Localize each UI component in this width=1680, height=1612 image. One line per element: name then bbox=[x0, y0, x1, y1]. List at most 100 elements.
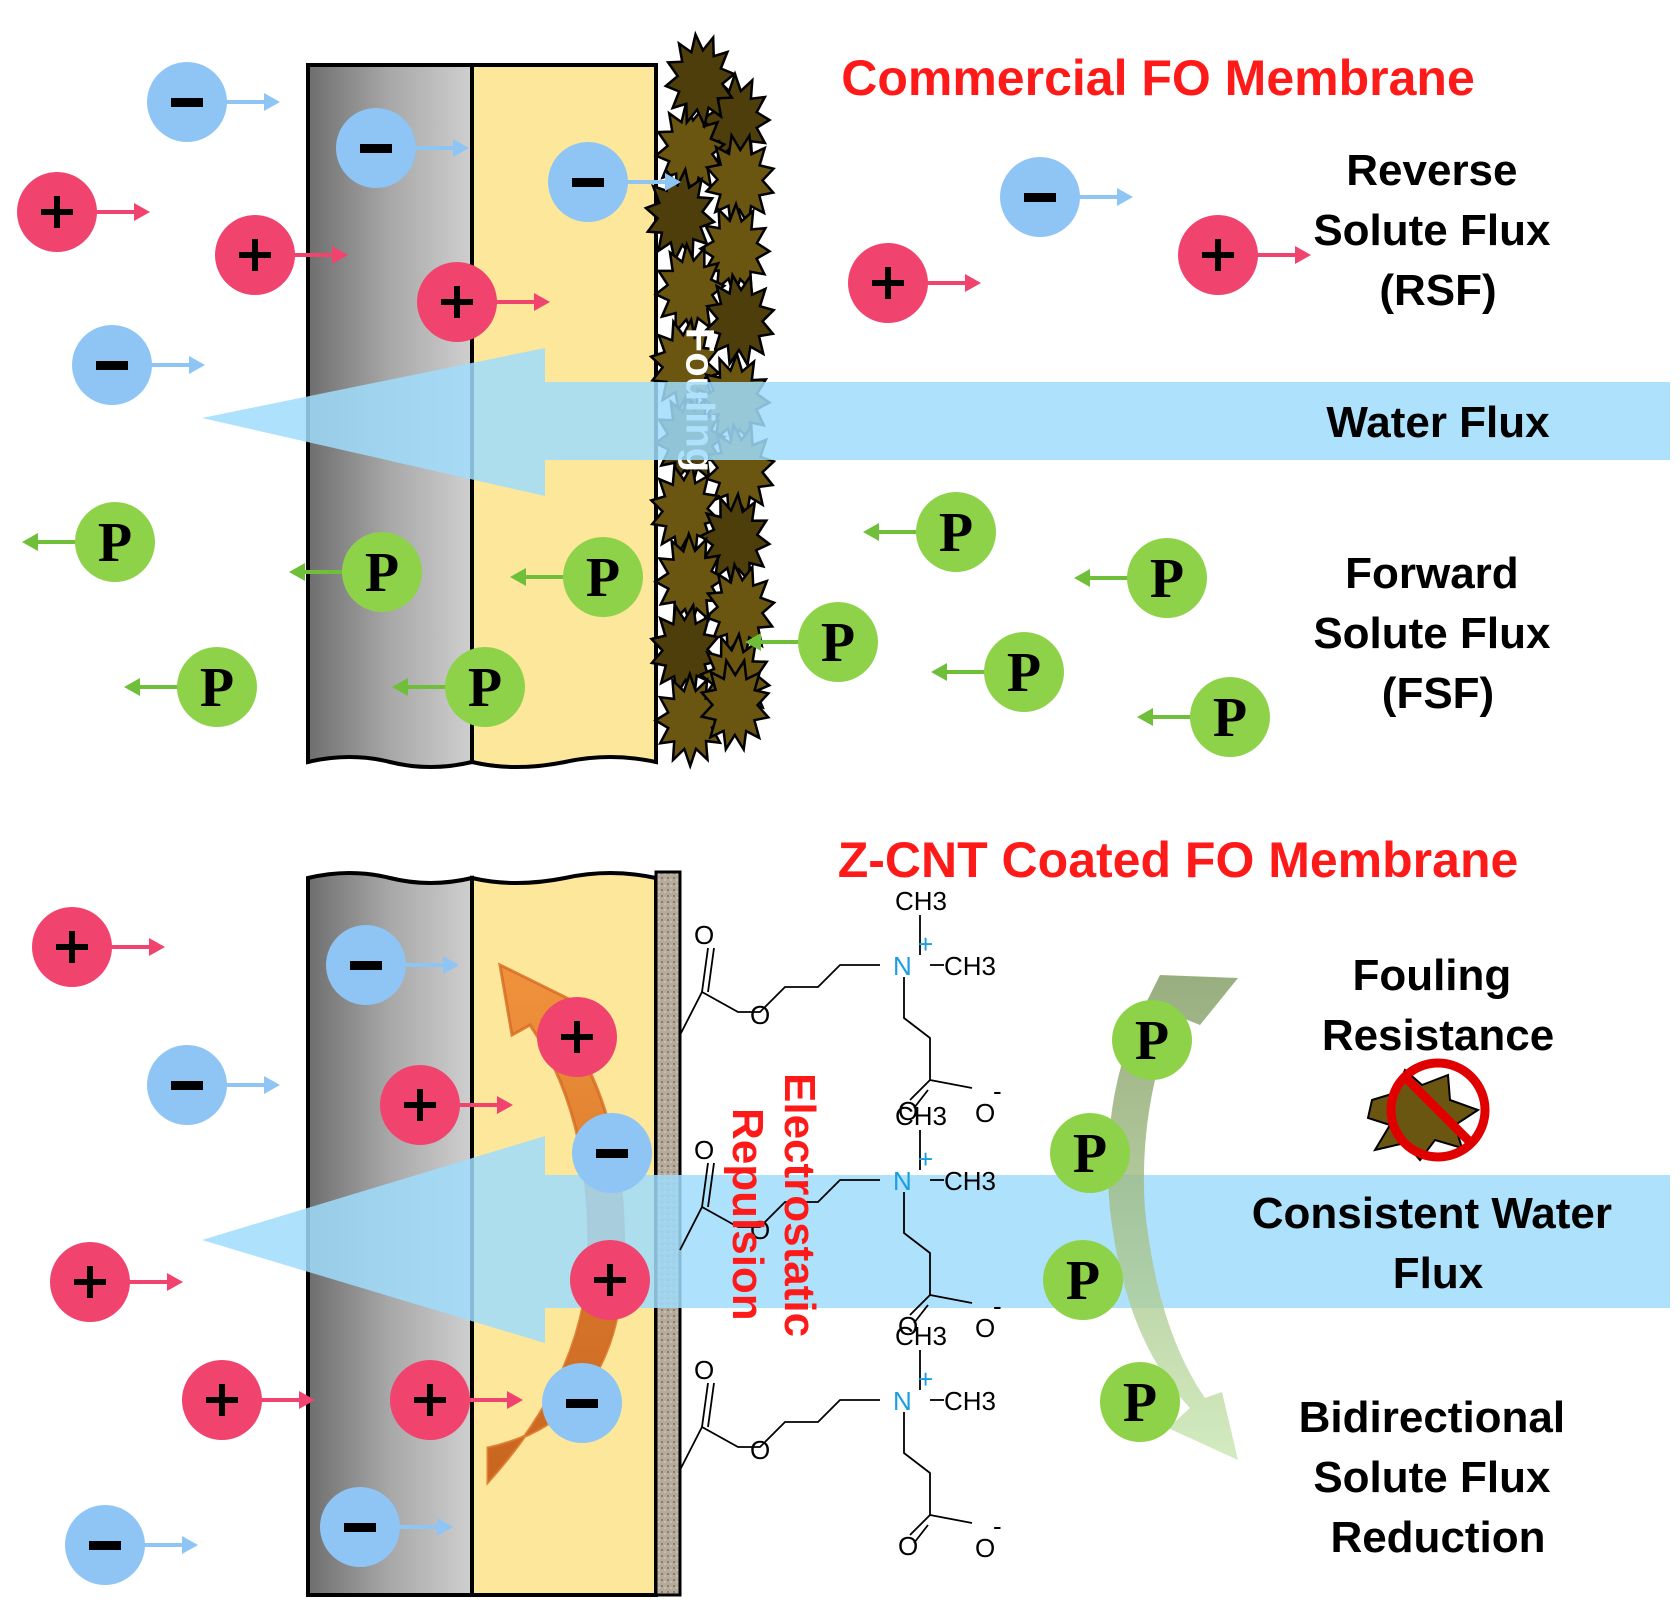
anion-icon bbox=[147, 1045, 280, 1125]
svg-text:N: N bbox=[893, 1166, 912, 1196]
repulsion-label: Electrostatic Repulsion bbox=[723, 1073, 824, 1349]
cation-icon bbox=[380, 1065, 513, 1145]
svg-text:P: P bbox=[821, 612, 855, 674]
anion-icon bbox=[326, 925, 459, 1005]
solute-p-icon: P bbox=[22, 502, 155, 582]
solute-p-icon: P bbox=[510, 537, 643, 617]
foulant-icon bbox=[643, 165, 717, 265]
svg-text:CH3: CH3 bbox=[944, 1386, 996, 1416]
svg-text:+: + bbox=[918, 929, 933, 959]
anion-icon bbox=[65, 1505, 198, 1585]
svg-text:P: P bbox=[586, 547, 620, 609]
svg-text:P: P bbox=[200, 657, 234, 719]
top-title: Commercial FO Membrane bbox=[841, 50, 1475, 106]
bidirectional-arrow bbox=[1108, 975, 1238, 1460]
label-consistent-water-flux: Consistent Water Flux bbox=[1252, 1189, 1624, 1298]
zwitterion-molecule bbox=[679, 915, 973, 1109]
cation-icon bbox=[182, 1360, 315, 1440]
cation-icon bbox=[390, 1360, 523, 1440]
solute-p-icon: P bbox=[1137, 677, 1270, 757]
svg-text:O: O bbox=[694, 920, 714, 950]
svg-text:P: P bbox=[1007, 642, 1041, 704]
svg-text:P: P bbox=[1123, 1372, 1157, 1434]
svg-text:CH3: CH3 bbox=[944, 1166, 996, 1196]
foulant-icon bbox=[699, 656, 771, 754]
cation-icon bbox=[848, 243, 981, 323]
svg-text:P: P bbox=[1135, 1010, 1169, 1072]
solute-p-icon: P bbox=[289, 532, 422, 612]
anion-icon bbox=[147, 62, 280, 142]
svg-text:P: P bbox=[1073, 1123, 1107, 1185]
label-rsf: Reverse Solute Flux (RSF) bbox=[1313, 146, 1562, 315]
foulant-icon bbox=[704, 131, 776, 229]
svg-text:O: O bbox=[694, 1355, 714, 1385]
solute-p-icon: P bbox=[1043, 1240, 1123, 1320]
svg-text:P: P bbox=[1213, 687, 1247, 749]
solute-p-icon: P bbox=[931, 632, 1064, 712]
svg-text:P: P bbox=[468, 657, 502, 719]
zwitterion-molecule bbox=[679, 1350, 973, 1544]
solute-p-icon: P bbox=[124, 647, 257, 727]
cation-icon bbox=[50, 1242, 183, 1322]
svg-text:N: N bbox=[893, 951, 912, 981]
label-fouling-resistance: Fouling Resistance bbox=[1322, 951, 1554, 1060]
anion-icon bbox=[1000, 157, 1133, 237]
solute-p-icon: P bbox=[863, 492, 996, 572]
water-flux-arrow-top bbox=[202, 348, 1670, 496]
svg-text:+: + bbox=[918, 1364, 933, 1394]
label-fsf: Forward Solute Flux (FSF) bbox=[1313, 549, 1562, 718]
svg-text:P: P bbox=[98, 512, 132, 574]
solute-p-icon: P bbox=[1100, 1362, 1180, 1442]
anion-icon bbox=[548, 142, 681, 222]
anion-icon bbox=[572, 1113, 652, 1193]
solute-p-icon: P bbox=[1074, 538, 1207, 618]
svg-text:CH3: CH3 bbox=[895, 1101, 947, 1131]
svg-text:CH3: CH3 bbox=[944, 951, 996, 981]
solute-p-icon: P bbox=[1050, 1113, 1130, 1193]
solute-p-icon: P bbox=[1112, 1000, 1192, 1080]
top-panel: Fouling Commercial FO Membrane Reverse S… bbox=[17, 30, 1670, 770]
svg-text:O: O bbox=[750, 1000, 770, 1030]
svg-text:O: O bbox=[898, 1311, 918, 1341]
cation-icon bbox=[32, 907, 165, 987]
label-water-flux: Water Flux bbox=[1326, 398, 1550, 447]
svg-text:O: O bbox=[975, 1533, 995, 1563]
svg-text:P: P bbox=[1150, 548, 1184, 610]
zwitterion-molecule bbox=[679, 1130, 973, 1324]
anion-icon bbox=[336, 108, 469, 188]
label-bidirectional: Bidirectional Solute Flux Reduction bbox=[1299, 1393, 1578, 1562]
svg-text:O: O bbox=[750, 1435, 770, 1465]
anion-icon bbox=[542, 1363, 622, 1443]
svg-text:O: O bbox=[898, 1096, 918, 1126]
svg-text:P: P bbox=[1066, 1250, 1100, 1312]
svg-text:O: O bbox=[750, 1215, 770, 1245]
cation-icon bbox=[570, 1240, 650, 1320]
bottom-title: Z-CNT Coated FO Membrane bbox=[838, 832, 1519, 888]
solute-p-icon: P bbox=[745, 602, 878, 682]
svg-text:N: N bbox=[893, 1386, 912, 1416]
cation-icon bbox=[537, 997, 617, 1077]
svg-text:P: P bbox=[939, 502, 973, 564]
svg-text:O: O bbox=[694, 1135, 714, 1165]
svg-text:CH3: CH3 bbox=[895, 1321, 947, 1351]
anion-icon bbox=[320, 1487, 453, 1567]
foulant-icon bbox=[703, 271, 777, 369]
cation-icon bbox=[1178, 215, 1311, 295]
prohibited-foulant-icon bbox=[1366, 1058, 1490, 1162]
anion-icon bbox=[72, 325, 205, 405]
cation-icon bbox=[417, 262, 550, 342]
svg-text:CH3: CH3 bbox=[895, 886, 947, 916]
svg-text:+: + bbox=[918, 1144, 933, 1174]
svg-text:O: O bbox=[898, 1531, 918, 1561]
solute-p-icon: P bbox=[392, 647, 525, 727]
water-flux-arrow-bottom bbox=[202, 1136, 1670, 1343]
foulant-icon bbox=[663, 30, 737, 130]
svg-text:-: - bbox=[993, 1291, 1002, 1321]
